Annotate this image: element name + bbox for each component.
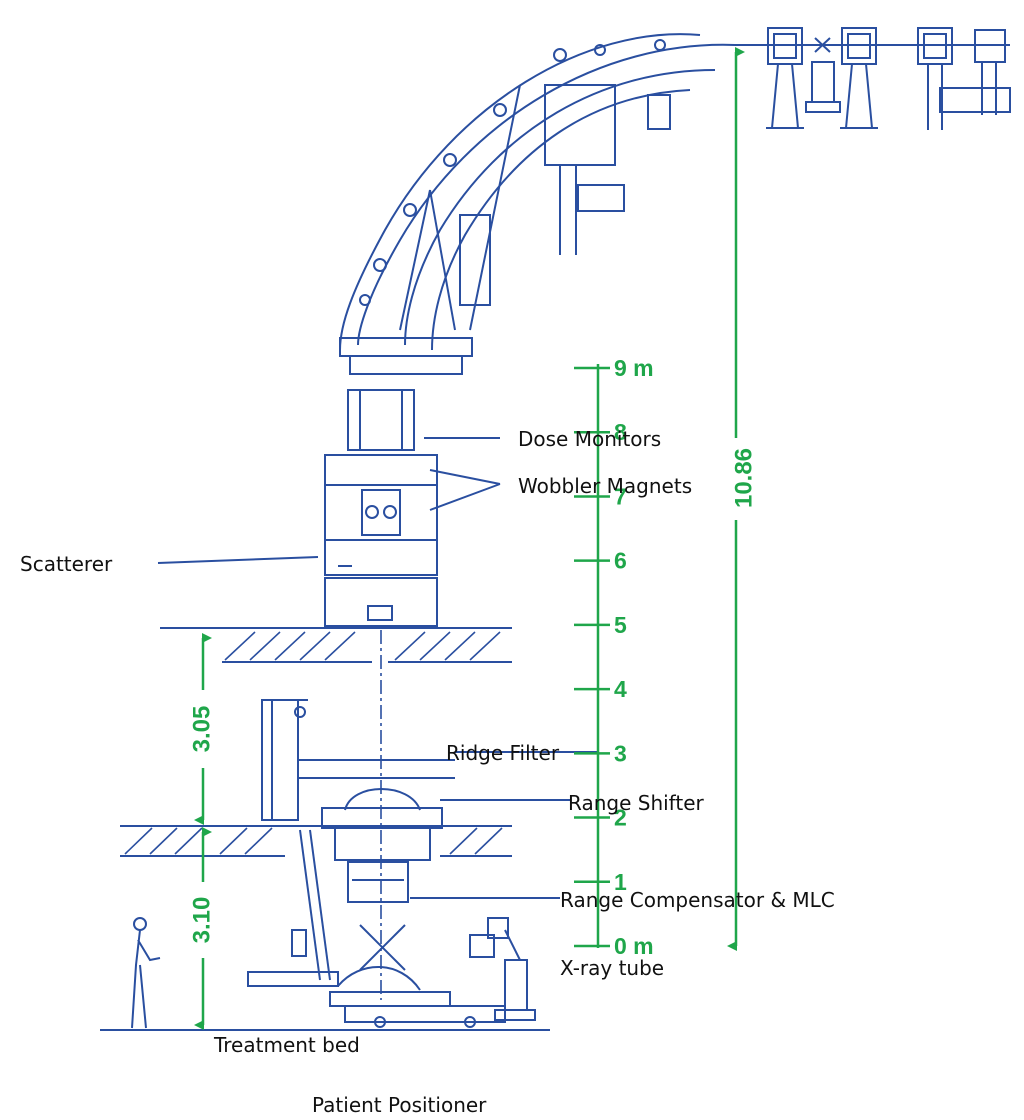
lower-floor-gap-dimension: 3.10 [188,827,215,1030]
scale-tick-label: 7 [614,483,627,509]
scale-tick-label: 3 [614,740,627,766]
height-scale: 9 m 8 7 6 5 4 3 2 1 0 m [574,355,654,959]
quadrupole-magnet-1 [766,27,804,129]
wobbler-magnets-label: Wobbler Magnets [518,474,692,498]
scale-tick-label: 4 [614,676,627,702]
beam-monitor-stand [805,37,841,113]
quadrupole-magnet-2 [840,27,878,129]
wobbler-magnets-leader-2 [429,483,501,511]
patient-positioner-label: Patient Positioner [312,1093,487,1117]
dose-monitors-label: Dose Monitors [518,427,661,451]
gantry-head [261,699,455,981]
patient-positioner-couch [247,966,506,1028]
human-figure [131,917,161,1029]
wobbler-magnets-leader-1 [429,469,501,485]
upper-floor-slab [160,627,512,663]
range-compensator-label: Range Compensator & MLC [560,888,835,912]
total-height-value: 10.86 [730,448,757,508]
ridge-filter-label: Ridge Filter [446,741,560,765]
beam-transport-line [735,27,1011,130]
quadrupole-magnet-3 [917,27,953,130]
xray-tube-label: X-ray tube [560,956,664,980]
quadrupole-magnet-4 [939,29,1011,115]
isocenter-cross [359,924,406,971]
upper-floor-gap-value: 3.05 [188,706,215,753]
scale-tick-label: 6 [614,548,627,574]
xray-tube-stand [469,917,536,1021]
lower-floor-slab [120,825,512,857]
scale-tick-label: 9 m [614,355,654,381]
treatment-bed-label: Treatment bed [213,1033,360,1057]
scale-tick-label: 5 [614,612,627,638]
scale-labels: 9 m 8 7 6 5 4 3 2 1 0 m [614,355,654,959]
treatment-nozzle [324,389,438,627]
scale-tick-label: 2 [614,805,627,831]
scatterer-leader [157,556,319,564]
scale-tick-label: 1 [614,869,627,895]
range-shifter-label: Range Shifter [568,791,705,815]
total-height-dimension: 10.86 [727,47,757,951]
gantry-bending-magnet-arc [339,33,736,375]
scale-tick-label: 8 [614,419,627,445]
scatterer-label: Scatterer [20,552,113,576]
upper-floor-gap-dimension: 3.05 [188,633,215,825]
scale-tick-label: 0 m [614,933,654,959]
scale-ticks [574,366,610,948]
lower-floor-gap-value: 3.10 [188,897,215,944]
